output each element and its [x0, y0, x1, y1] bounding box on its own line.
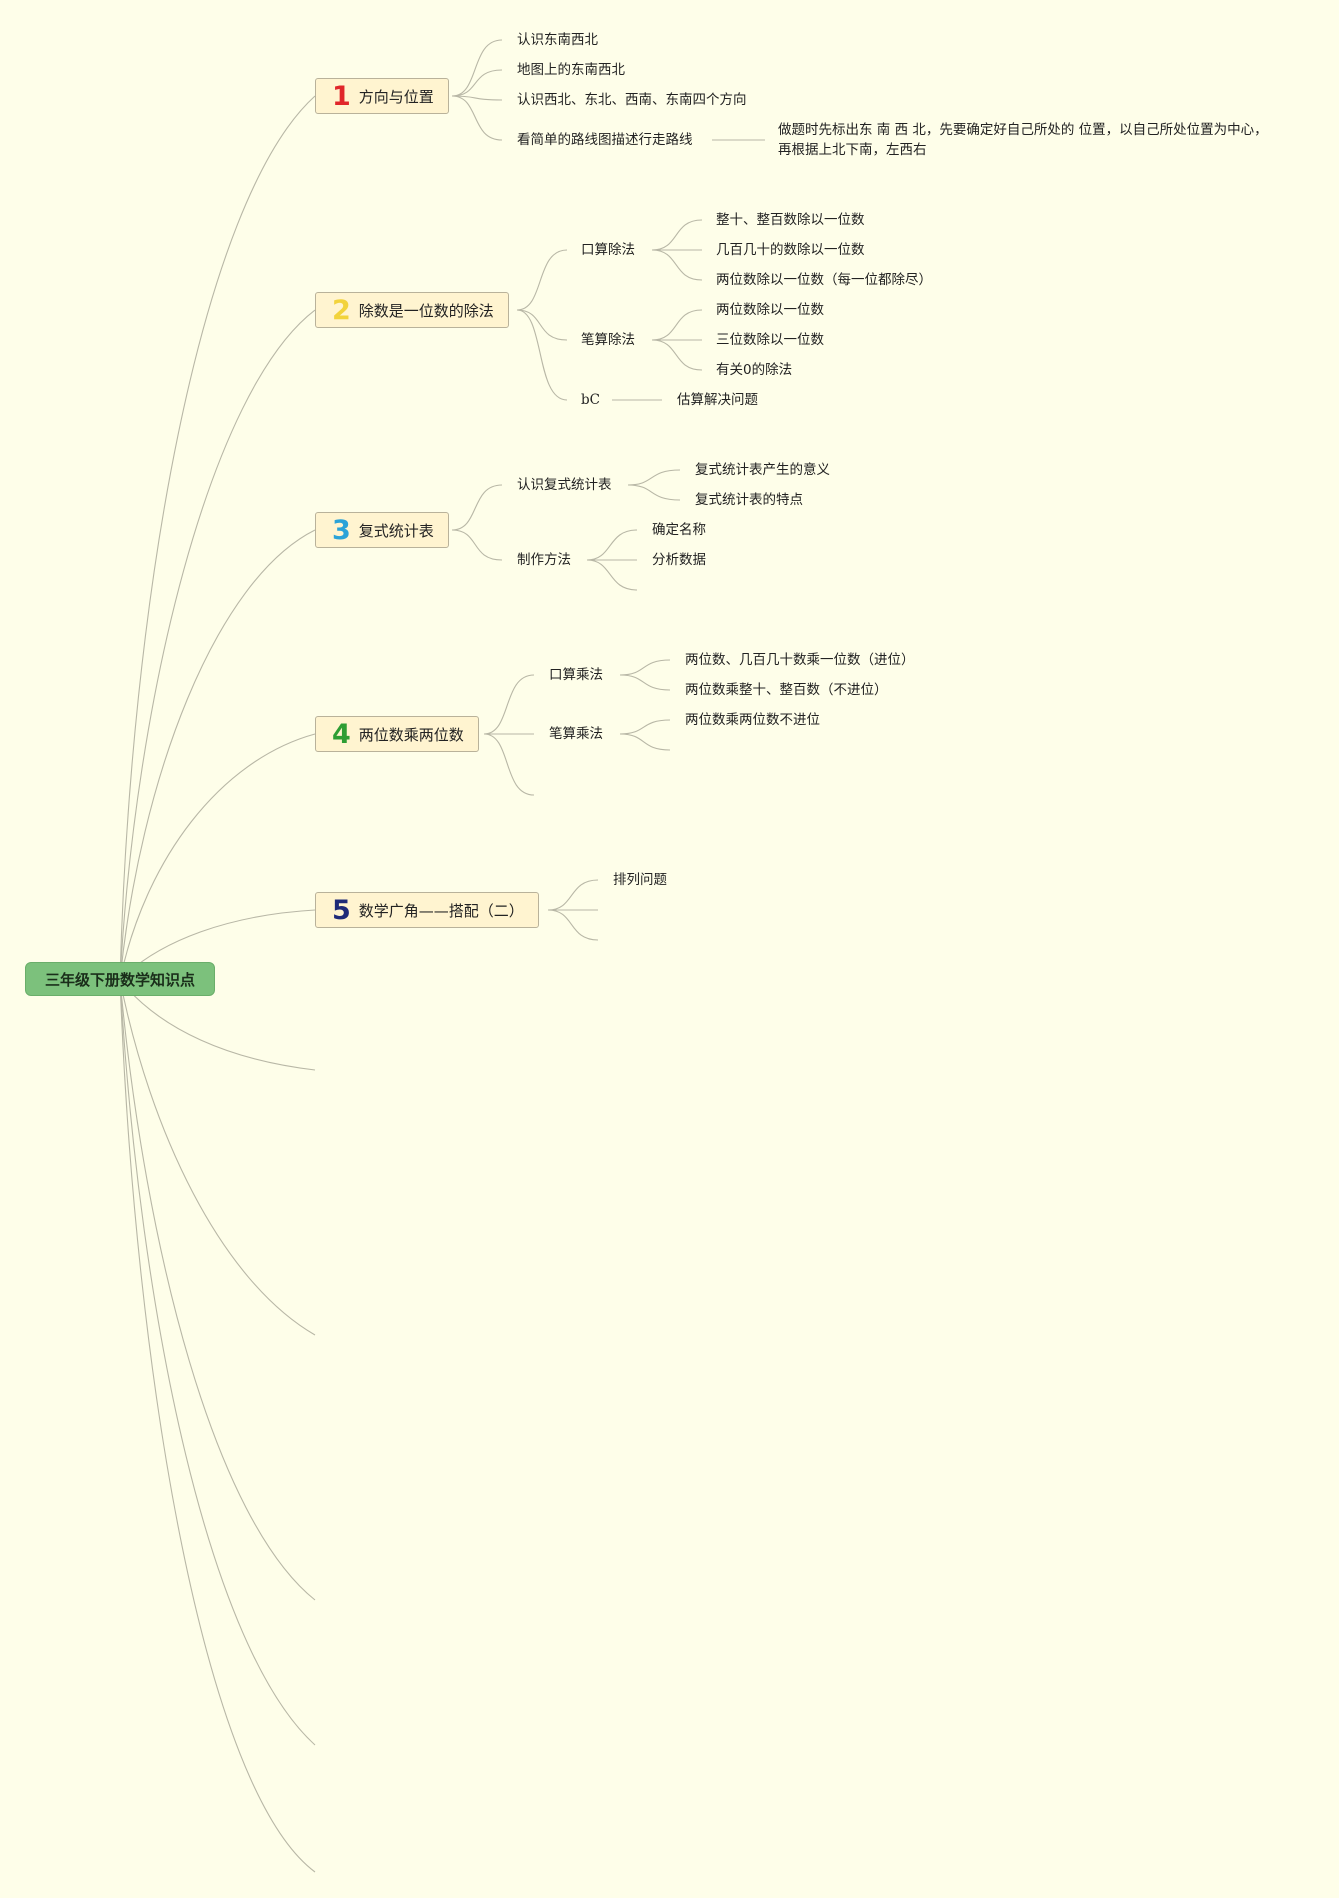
connector	[619, 674, 671, 691]
root-branches	[119, 95, 316, 1873]
leaf-node[interactable]: 有关0的除法	[716, 362, 793, 378]
subtopic-node[interactable]: 口算除法	[581, 242, 635, 258]
connector	[619, 719, 671, 735]
connector	[516, 249, 568, 311]
connector	[619, 659, 671, 676]
topic-number-5: 5	[332, 894, 351, 926]
topic-node-1[interactable]: 1 方向与位置	[315, 78, 449, 114]
topic-number-4: 4	[332, 718, 351, 750]
connector	[483, 733, 535, 796]
topic-4-connectors	[483, 659, 671, 796]
subtopic-node[interactable]: 排列问题	[613, 872, 667, 888]
subtopic-node[interactable]: 认识西北、东北、西南、东南四个方向	[517, 92, 747, 108]
connector	[627, 484, 681, 501]
leaf-node[interactable]: 三位数除以一位数	[716, 332, 824, 348]
topic-node-2[interactable]: 2 除数是一位数的除法	[315, 292, 509, 328]
subtopic-node[interactable]: 认识复式统计表	[517, 477, 612, 493]
branch-line-9	[119, 979, 316, 1746]
subtopic-node[interactable]: 笔算乘法	[549, 726, 603, 742]
branch-line-4	[119, 733, 316, 981]
topic-node-3[interactable]: 3 复式统计表	[315, 512, 449, 548]
topic-3-connectors	[451, 469, 681, 591]
leaf-node[interactable]: 确定名称	[652, 522, 706, 538]
branch-line-3	[119, 529, 316, 981]
root-label: 三年级下册数学知识点	[44, 970, 195, 989]
connector	[451, 529, 503, 561]
topic-label-5: 数学广角——搭配（二）	[358, 901, 524, 920]
connector	[451, 95, 503, 101]
leaf-node[interactable]: 复式统计表的特点	[695, 492, 803, 508]
connector	[651, 339, 703, 371]
connector	[451, 95, 503, 141]
connector	[627, 469, 681, 486]
connector	[619, 733, 671, 751]
connector	[451, 484, 503, 531]
subtopic-node[interactable]: 制作方法	[517, 552, 571, 568]
leaf-node[interactable]: 两位数除以一位数	[716, 302, 824, 318]
subtopic-node[interactable]: bC	[581, 392, 600, 408]
connector	[451, 39, 503, 97]
branch-line-10	[119, 979, 316, 1873]
connector	[586, 559, 638, 591]
leaf-node[interactable]: 两位数、几百几十数乘一位数（进位）	[685, 652, 915, 668]
branch-line-6	[119, 979, 316, 1071]
leaf-node[interactable]: 估算解决问题	[677, 392, 758, 408]
leaf-node[interactable]: 复式统计表产生的意义	[695, 462, 830, 478]
connector	[586, 529, 638, 561]
branch-line-2	[119, 309, 316, 981]
topic-label-4: 两位数乘两位数	[358, 725, 464, 744]
leaf-node[interactable]: 分析数据	[652, 552, 706, 568]
note-node[interactable]: 做题时先标出东 南 西 北，先要确定好自己所处的 位置，以自己所处位置为中心，再…	[778, 122, 1268, 158]
topic-node-4[interactable]: 4 两位数乘两位数	[315, 716, 479, 752]
topic-number-3: 3	[332, 514, 351, 546]
topic-1-connectors	[451, 39, 765, 141]
branch-line-7	[119, 979, 316, 1336]
topic-label-2: 除数是一位数的除法	[358, 301, 494, 320]
connector	[451, 69, 503, 97]
subtopic-node[interactable]: 口算乘法	[549, 667, 603, 683]
subtopic-node[interactable]: 看简单的路线图描述行走路线	[517, 132, 693, 148]
branch-line-1	[119, 95, 316, 981]
connector	[651, 219, 703, 251]
topic-number-1: 1	[332, 80, 351, 112]
branch-line-8	[119, 979, 316, 1601]
connector	[651, 249, 703, 281]
subtopic-node[interactable]: 认识东南西北	[517, 32, 598, 48]
topic-number-2: 2	[332, 294, 351, 326]
topic-2-connectors	[516, 219, 703, 401]
connector	[483, 674, 535, 735]
leaf-node[interactable]: 两位数乘两位数不进位	[685, 712, 820, 728]
leaf-node[interactable]: 两位数除以一位数（每一位都除尽）	[716, 272, 932, 288]
connector	[516, 309, 568, 401]
leaf-node[interactable]: 两位数乘整十、整百数（不进位）	[685, 682, 888, 698]
connector	[651, 309, 703, 341]
leaf-node[interactable]: 几百几十的数除以一位数	[716, 242, 865, 258]
subtopic-node[interactable]: 地图上的东南西北	[517, 62, 625, 78]
connector	[516, 309, 568, 341]
leaf-node[interactable]: 整十、整百数除以一位数	[716, 212, 865, 228]
topic-node-5[interactable]: 5 数学广角——搭配（二）	[315, 892, 539, 928]
topic-label-3: 复式统计表	[358, 521, 434, 540]
subtopic-node[interactable]: 笔算除法	[581, 332, 635, 348]
connector	[547, 909, 599, 941]
root-node[interactable]: 三年级下册数学知识点	[25, 962, 215, 996]
connector	[547, 879, 599, 911]
topic-label-1: 方向与位置	[358, 87, 434, 106]
topic-5-connectors	[547, 879, 599, 941]
